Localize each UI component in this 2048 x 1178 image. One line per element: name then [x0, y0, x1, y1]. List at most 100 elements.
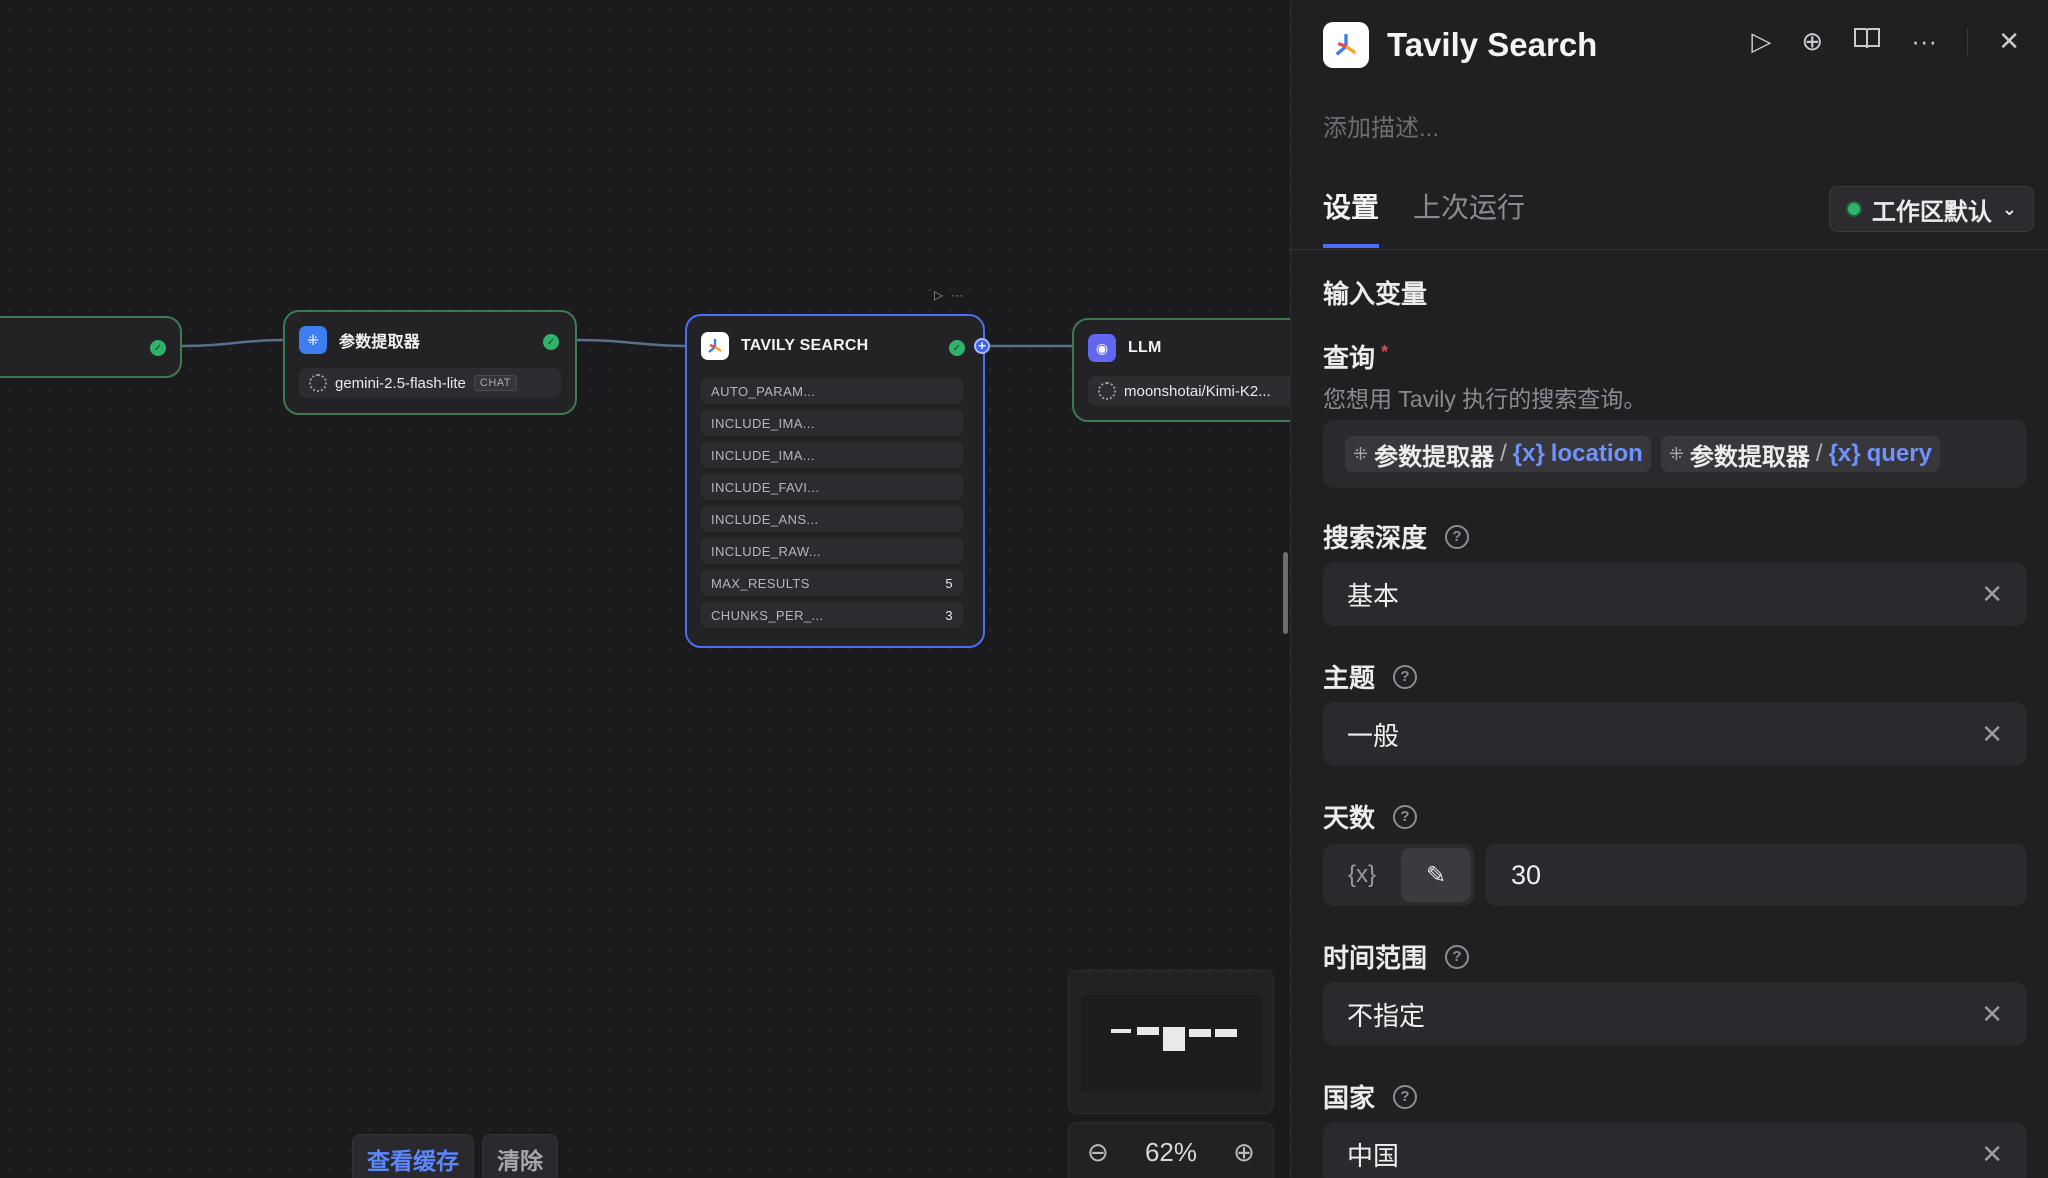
minimap-viewport[interactable]: [1081, 995, 1261, 1091]
workspace-label: 工作区默认: [1871, 198, 1992, 226]
ref-separator: /: [1500, 440, 1507, 467]
param-name: INCLUDE_IMA...: [711, 415, 815, 431]
panel-title: Tavily Search: [1387, 26, 1598, 63]
variable-ref-chip[interactable]: ⁜ 参数提取器 / {x} location: [1345, 436, 1651, 472]
workspace-select[interactable]: 工作区默认 ⌄: [1828, 186, 2034, 232]
cache-controls: 查看缓存 清除: [352, 1134, 558, 1178]
ref-var-name: location: [1550, 440, 1643, 467]
clear-icon[interactable]: ✕: [1981, 1138, 2003, 1169]
panel-resize-handle[interactable]: [1283, 552, 1288, 634]
ref-separator: /: [1815, 440, 1823, 467]
start-node[interactable]: ✓: [0, 316, 182, 378]
variable-mode-button[interactable]: {x}: [1347, 861, 1377, 888]
extractor-grid-icon: ⁜: [1668, 443, 1684, 464]
param-row[interactable]: INCLUDE_ANS...: [701, 506, 963, 532]
help-icon[interactable]: ?: [1393, 1084, 1418, 1109]
clear-icon[interactable]: ✕: [1981, 578, 2003, 609]
divider: [1291, 249, 2048, 250]
field-label-text: 查询: [1323, 343, 1376, 373]
help-icon[interactable]: ?: [1393, 804, 1418, 829]
help-icon[interactable]: ?: [1445, 944, 1470, 969]
section-title: 输入变量: [1323, 279, 1428, 309]
clear-cache-button[interactable]: 清除: [482, 1134, 558, 1178]
zoom-out-icon[interactable]: ⊖: [1087, 1136, 1109, 1167]
query-input[interactable]: ⁜ 参数提取器 / {x} location ⁜ 参数提取器 / {x} que…: [1323, 420, 2027, 488]
help-icon[interactable]: ?: [1445, 524, 1470, 549]
days-label: 天数 ?: [1323, 798, 1418, 835]
locate-node-icon[interactable]: ⊕: [1801, 26, 1824, 56]
chat-badge: CHAT: [473, 375, 518, 391]
param-name: INCLUDE_IMA...: [711, 447, 815, 463]
description-input[interactable]: 添加描述...: [1323, 115, 1440, 142]
add-output-port[interactable]: +: [974, 338, 990, 354]
model-icon: [309, 374, 327, 392]
zoom-in-icon[interactable]: ⊕: [1233, 1136, 1255, 1167]
more-icon[interactable]: ···: [951, 288, 964, 302]
field-label-text: 国家: [1323, 1083, 1376, 1113]
select-value: 一般: [1347, 720, 1400, 751]
minimap[interactable]: [1068, 970, 1274, 1114]
minimap-node: [1189, 1029, 1211, 1037]
param-row[interactable]: AUTO_PARAM...: [701, 378, 963, 404]
minimap-node: [1111, 1029, 1131, 1033]
tavily-search-node[interactable]: TAVILY SEARCH ✓ AUTO_PARAM... INCLUDE_IM…: [685, 314, 985, 648]
tavily-logo-icon: [701, 332, 729, 360]
model-chip[interactable]: moonshotai/Kimi-K2...: [1088, 376, 1290, 406]
model-name: moonshotai/Kimi-K2...: [1124, 382, 1271, 400]
variable-icon: {x}: [1512, 440, 1545, 467]
docs-book-icon[interactable]: [1853, 26, 1881, 57]
topic-select[interactable]: 一般 ✕: [1323, 702, 2027, 766]
node-mini-toolbar: ▷ ···: [934, 288, 963, 302]
ref-node-name: 参数提取器: [1374, 443, 1495, 471]
param-row[interactable]: INCLUDE_IMA...: [701, 410, 963, 436]
clear-icon[interactable]: ✕: [1981, 718, 2003, 749]
node-settings-panel: Tavily Search ▷ ⊕ ··· ✕ 添加描述... 设置 上次运行 …: [1290, 0, 2048, 1178]
minimap-node: [1215, 1029, 1237, 1037]
tab-last-run[interactable]: 上次运行: [1413, 192, 1526, 223]
help-icon[interactable]: ?: [1393, 664, 1418, 689]
node-title: TAVILY SEARCH: [741, 337, 869, 354]
llm-brain-icon: ◉: [1088, 334, 1116, 362]
more-options-icon[interactable]: ···: [1911, 26, 1938, 56]
days-field: {x} ✎ 30: [1323, 844, 2027, 906]
param-row[interactable]: INCLUDE_RAW...: [701, 538, 963, 564]
constant-mode-button[interactable]: ✎: [1401, 848, 1471, 902]
search-depth-label: 搜索深度 ?: [1323, 518, 1470, 555]
panel-header: Tavily Search: [1323, 22, 1597, 68]
param-name: CHUNKS_PER_...: [711, 607, 824, 623]
model-name: gemini-2.5-flash-lite: [335, 374, 466, 392]
close-icon[interactable]: ✕: [1998, 26, 2020, 56]
query-hint: 您想用 Tavily 执行的搜索查询。: [1323, 386, 1647, 412]
llm-node[interactable]: ◉ LLM moonshotai/Kimi-K2...: [1072, 318, 1290, 422]
param-name: MAX_RESULTS: [711, 575, 810, 591]
tab-settings[interactable]: 设置: [1323, 186, 1380, 248]
search-depth-select[interactable]: 基本 ✕: [1323, 562, 2027, 626]
model-icon: [1098, 382, 1116, 400]
run-step-icon[interactable]: ▷: [1751, 26, 1772, 56]
workflow-canvas[interactable]: ✓ ⁜ 参数提取器 ✓ gemini-2.5-flash-lite CHAT ▷…: [0, 0, 1290, 1178]
run-node-icon[interactable]: ▷: [934, 288, 944, 302]
variable-ref-chip[interactable]: ⁜ 参数提取器 / {x} query: [1660, 436, 1940, 472]
param-row[interactable]: CHUNKS_PER_...3: [701, 602, 963, 628]
extractor-grid-icon: ⁜: [1353, 443, 1369, 464]
node-title: LLM: [1128, 339, 1162, 356]
model-chip[interactable]: gemini-2.5-flash-lite CHAT: [299, 368, 561, 398]
view-cache-button[interactable]: 查看缓存: [352, 1134, 474, 1178]
param-row[interactable]: INCLUDE_IMA...: [701, 442, 963, 468]
param-name: AUTO_PARAM...: [711, 383, 816, 399]
time-range-select[interactable]: 不指定 ✕: [1323, 982, 2027, 1046]
param-name: INCLUDE_FAVI...: [711, 479, 820, 495]
pencil-icon: ✎: [1425, 861, 1447, 889]
minimap-node: [1163, 1027, 1185, 1051]
time-range-label: 时间范围 ?: [1323, 938, 1470, 975]
param-row[interactable]: INCLUDE_FAVI...: [701, 474, 963, 500]
parameter-extractor-node[interactable]: ⁜ 参数提取器 ✓ gemini-2.5-flash-lite CHAT: [283, 310, 577, 415]
select-value: 不指定: [1347, 1000, 1426, 1031]
days-input[interactable]: 30: [1485, 844, 2027, 906]
clear-icon[interactable]: ✕: [1981, 998, 2003, 1029]
select-value: 中国: [1347, 1140, 1400, 1171]
ref-node-name: 参数提取器: [1689, 443, 1810, 471]
input-mode-toggle: {x} ✎: [1323, 844, 1475, 906]
country-select[interactable]: 中国 ✕: [1323, 1122, 2027, 1178]
